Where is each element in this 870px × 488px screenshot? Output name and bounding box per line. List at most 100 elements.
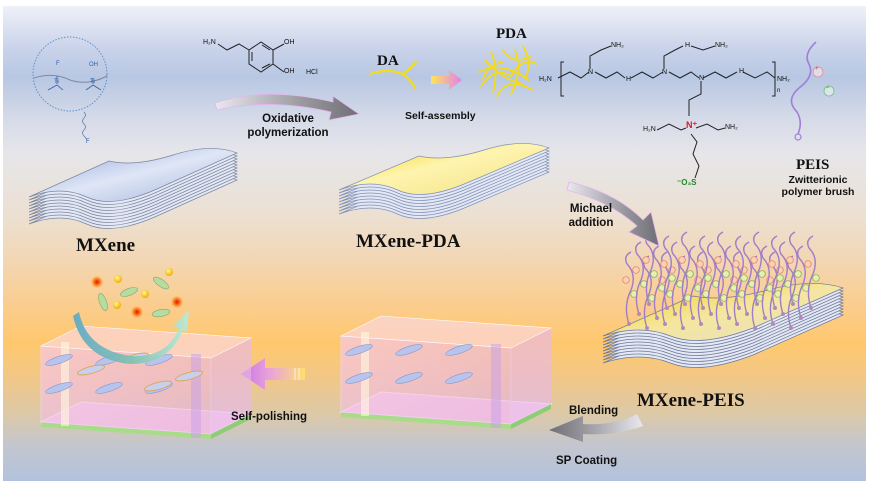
bacterium xyxy=(153,276,169,290)
mxene-surface-inset xyxy=(32,36,108,141)
pda-strand xyxy=(482,61,504,79)
brush-chain xyxy=(624,251,634,325)
cation-bead xyxy=(750,256,758,264)
brush-anchor xyxy=(727,316,731,320)
release-cycle-arrow xyxy=(73,310,189,364)
brush-anchor xyxy=(781,312,785,316)
brush-anchor xyxy=(789,326,793,330)
pei-repeat-n: n xyxy=(777,88,781,94)
dopamine-structure xyxy=(217,41,285,73)
anion-bead xyxy=(776,274,784,282)
pda-top-sheet xyxy=(338,143,550,195)
peis-desc-line-2: polymer brush xyxy=(781,186,855,198)
brush-chain xyxy=(680,231,690,305)
self-assembly-arrow xyxy=(431,70,462,90)
substrate-edge-front xyxy=(41,422,211,439)
embedded-flake xyxy=(345,344,373,356)
mxene-top-sheet xyxy=(28,148,238,202)
cation-bead xyxy=(732,260,740,268)
self-polishing-label: Self-polishing xyxy=(231,411,308,423)
anion-bead xyxy=(704,274,712,282)
pei-chemical-structure xyxy=(557,45,776,179)
michael-addition-arrow xyxy=(566,181,660,247)
pei-nh2-branch: NH₂ xyxy=(725,124,738,131)
mxene-pda-sheet-stack xyxy=(338,143,550,219)
brush-chain xyxy=(670,241,680,315)
coating-side-face xyxy=(511,328,551,424)
fouling-cell xyxy=(91,276,103,288)
released-foulants-group xyxy=(91,268,183,318)
pei-nh-1: H xyxy=(626,76,632,83)
brush-chain xyxy=(760,245,770,319)
pei-n-2: N xyxy=(662,69,668,76)
bacterium xyxy=(151,308,171,318)
brush-anchor xyxy=(709,312,713,316)
pei-end-left: H₂N xyxy=(539,76,552,83)
peis-brush-icon xyxy=(790,41,835,141)
da-label: DA xyxy=(377,53,399,69)
inset-f-label: F xyxy=(56,61,60,67)
embedded-flake xyxy=(395,372,423,384)
da-molecule-icon xyxy=(368,60,418,90)
coating-shadow-strip xyxy=(191,354,201,438)
pei-sulfonate: ⁻O₃S xyxy=(677,178,697,187)
coating-shadow-strip xyxy=(491,344,501,428)
pei-end-right: NH₂ xyxy=(777,76,790,83)
cation-bead xyxy=(642,256,650,264)
anion-bead xyxy=(758,270,766,278)
brush-chain xyxy=(634,241,644,315)
brush-anchor xyxy=(719,302,723,306)
brush-chain xyxy=(778,241,788,315)
brush-anchor xyxy=(809,306,813,310)
anion-bead xyxy=(740,274,748,282)
cation-bead xyxy=(786,256,794,264)
blending-label: Blending xyxy=(569,405,619,417)
embedded-flake xyxy=(95,382,123,394)
oxidative-line-1: Oxidative xyxy=(262,113,314,125)
cation-bead xyxy=(660,260,668,268)
pei-nh2-1: NH₂ xyxy=(611,42,624,49)
pei-n-3: N xyxy=(699,75,705,82)
substrate-edge-side xyxy=(211,414,251,439)
released-flake xyxy=(175,370,203,382)
brush-anchor xyxy=(717,326,721,330)
brush-chain xyxy=(752,231,762,305)
embedded-flake xyxy=(445,372,473,384)
pda-strand xyxy=(522,45,530,79)
brush-anchor xyxy=(753,326,757,330)
peis-brushes xyxy=(622,231,820,330)
brush-chain xyxy=(698,235,708,309)
brush-anchor xyxy=(627,322,631,326)
fouling-particle xyxy=(165,268,173,276)
brush-chain xyxy=(706,241,716,315)
inset-ti-label-1: Ti xyxy=(54,79,59,85)
brush-anchor xyxy=(663,322,667,326)
pda-label: PDA xyxy=(496,26,527,42)
dopamine-oh-2: OH xyxy=(284,68,295,75)
mxene-pda-label: MXene-PDA xyxy=(356,231,461,252)
bacterium xyxy=(98,293,108,311)
brush-chain xyxy=(770,235,780,309)
sp-coating-label: SP Coating xyxy=(556,455,618,467)
anion-bead xyxy=(668,274,676,282)
mxene-peis-sheet-stack xyxy=(602,283,844,368)
brush-anchor xyxy=(771,322,775,326)
bacterium xyxy=(120,287,138,297)
pda-strand xyxy=(478,66,530,81)
oxidative-line-2: polymerization xyxy=(247,127,329,139)
brush-anchor xyxy=(701,306,705,310)
sp-coating-block xyxy=(339,315,553,429)
pei-nh-2: H xyxy=(739,68,745,75)
oxidative-polymerization-arrow xyxy=(214,93,361,121)
michael-addition-label: Michael addition xyxy=(561,202,621,230)
brush-anchor xyxy=(655,316,659,320)
embedded-flake xyxy=(45,354,73,366)
anion-bead xyxy=(650,270,658,278)
brush-anchor xyxy=(737,306,741,310)
pda-strand xyxy=(496,83,534,97)
fouling-particle xyxy=(114,275,122,283)
fouling-cell xyxy=(171,296,183,308)
brush-anchor xyxy=(673,312,677,316)
released-flake xyxy=(77,364,105,376)
anion-bead xyxy=(686,270,694,278)
